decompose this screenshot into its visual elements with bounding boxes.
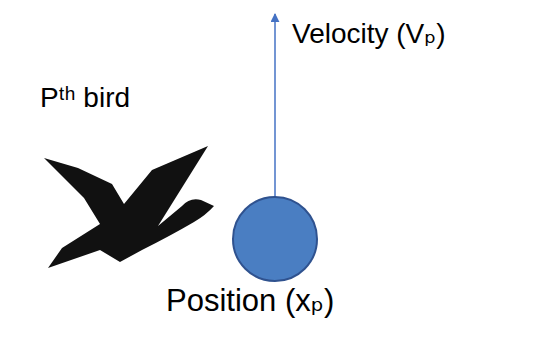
position-label: Position (xₚ) xyxy=(166,283,334,319)
bird-silhouette xyxy=(44,146,214,268)
bird-label: Pᵗʰ bird xyxy=(40,82,130,114)
velocity-arrow xyxy=(274,14,276,197)
velocity-label: Velocity (Vₚ) xyxy=(292,18,446,50)
position-circle xyxy=(233,197,317,281)
